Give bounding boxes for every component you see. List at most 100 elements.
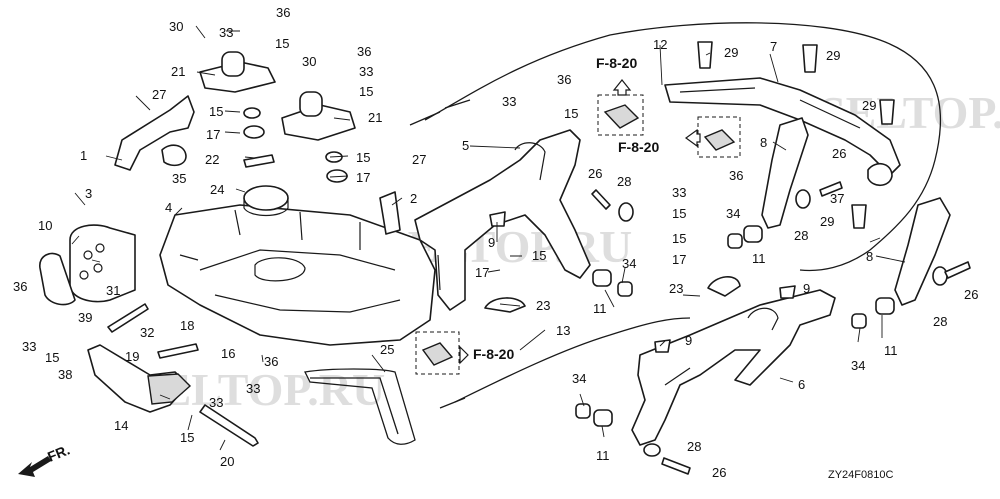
front-direction-arrow (18, 456, 51, 477)
part-number-label: 5 (462, 138, 469, 153)
part-number-label: 2 (410, 191, 417, 206)
part-number-label: 23 (669, 281, 683, 296)
part-number-label: 17 (356, 170, 370, 185)
housing-detail (179, 209, 361, 261)
part-number-label: 28 (933, 314, 947, 329)
part-number-label: 26 (712, 465, 726, 480)
part-number-label: 27 (152, 87, 166, 102)
part-number-label: 17 (672, 252, 686, 267)
bracket-detail (679, 87, 861, 129)
grommet-part-3 (69, 224, 136, 303)
washer-part-28 (643, 443, 661, 457)
ref-bracket-shape (421, 342, 454, 366)
part-number-label: 11 (884, 343, 898, 358)
reference-box (415, 331, 460, 375)
housing-detail (199, 249, 401, 313)
part-number-label: 34 (622, 256, 636, 271)
part-number-label: 9 (803, 281, 810, 296)
part-number-label: 38 (58, 367, 72, 382)
ref-bracket-shape (703, 129, 736, 151)
part-number-label: 7 (770, 39, 777, 54)
bolt-part-20 (199, 404, 259, 447)
collar-part-34 (727, 233, 743, 249)
part-number-label: 15 (275, 36, 289, 51)
part-number-label: 36 (276, 5, 290, 20)
hose-clamp-part-10 (39, 252, 76, 306)
bolt-part-19 (157, 343, 199, 359)
part-number-label: 33 (359, 64, 373, 79)
pin-part-22 (243, 154, 275, 168)
part-number-label: 36 (264, 354, 278, 369)
part-number-label: 19 (125, 349, 139, 364)
bolt-part-29 (879, 99, 895, 125)
joint-part-23 (707, 276, 741, 297)
bracket-part-1 (114, 95, 195, 171)
front-direction-label: FR. (45, 441, 72, 464)
part-number-label: 11 (752, 251, 766, 266)
part-number-label: 1 (80, 148, 87, 163)
part-number-label: 11 (596, 448, 610, 463)
part-number-label: 35 (172, 171, 186, 186)
ref-arrow-left (684, 128, 701, 148)
lever-grip (147, 373, 192, 405)
part-number-label: 33 (246, 381, 260, 396)
part-number-label: 33 (22, 339, 36, 354)
part-number-label: 9 (488, 235, 495, 250)
part-number-label: 3 (85, 186, 92, 201)
washer (243, 107, 261, 119)
part-number-label: 29 (820, 214, 834, 229)
part-number-label: 15 (564, 106, 578, 121)
part-number-label: 33 (672, 185, 686, 200)
part-number-label: 20 (220, 454, 234, 469)
part-number-label: 33 (502, 94, 516, 109)
collar-part-34 (851, 313, 867, 329)
part-number-label: 15 (672, 206, 686, 221)
part-number-label: 28 (794, 228, 808, 243)
part-number-label: 25 (380, 342, 394, 357)
part-number-label: 34 (572, 371, 586, 386)
hose-part-25-inner (310, 377, 399, 435)
bracket-detail (664, 307, 779, 386)
part-number-label: 14 (114, 418, 128, 433)
bushing-part-11 (743, 225, 763, 243)
ref-arrow-right (459, 345, 469, 365)
part-number-label: 9 (685, 333, 692, 348)
part-number-label: 8 (866, 249, 873, 264)
main-housing-part-4 (159, 204, 436, 346)
clip-part-35 (161, 144, 187, 167)
part-number-label: 30 (169, 19, 183, 34)
part-number-label: 36 (557, 72, 571, 87)
washer-part-28 (618, 202, 634, 222)
ref-arrow-up (612, 79, 632, 96)
part-number-label: 29 (826, 48, 840, 63)
part-number-label: 36 (13, 279, 27, 294)
bushing-part-11 (593, 409, 613, 427)
part-number-label: 15 (356, 150, 370, 165)
part-number-label: 4 (165, 200, 172, 215)
part-number-label: 21 (368, 110, 382, 125)
bolt-part-26 (819, 181, 843, 197)
mount-boss (221, 51, 245, 77)
leader-lines (71, 25, 906, 451)
part-number-label: 15 (180, 430, 194, 445)
part-number-label: 8 (760, 135, 767, 150)
bracket-detail (437, 142, 546, 291)
part-number-label: 33 (219, 25, 233, 40)
bushing-part-11 (592, 269, 612, 287)
part-number-label: 37 (830, 191, 844, 206)
grommet-hole (79, 270, 89, 280)
bolt-part-26 (944, 261, 971, 279)
part-number-label: 26 (832, 146, 846, 161)
arm-part-8-lower (894, 197, 951, 306)
cap-part-24 (243, 185, 289, 211)
bushing-part-11 (875, 297, 895, 315)
part-number-label: 26 (588, 166, 602, 181)
bolt-part-29 (802, 44, 818, 73)
bolt-part-31 (107, 303, 149, 333)
clip-part-9 (779, 285, 796, 299)
diagram-code: ZY24F0810C (828, 469, 893, 481)
part-number-label: 11 (593, 301, 607, 316)
arm-part-8-upper (761, 117, 809, 229)
part-number-label: 12 (653, 37, 667, 52)
